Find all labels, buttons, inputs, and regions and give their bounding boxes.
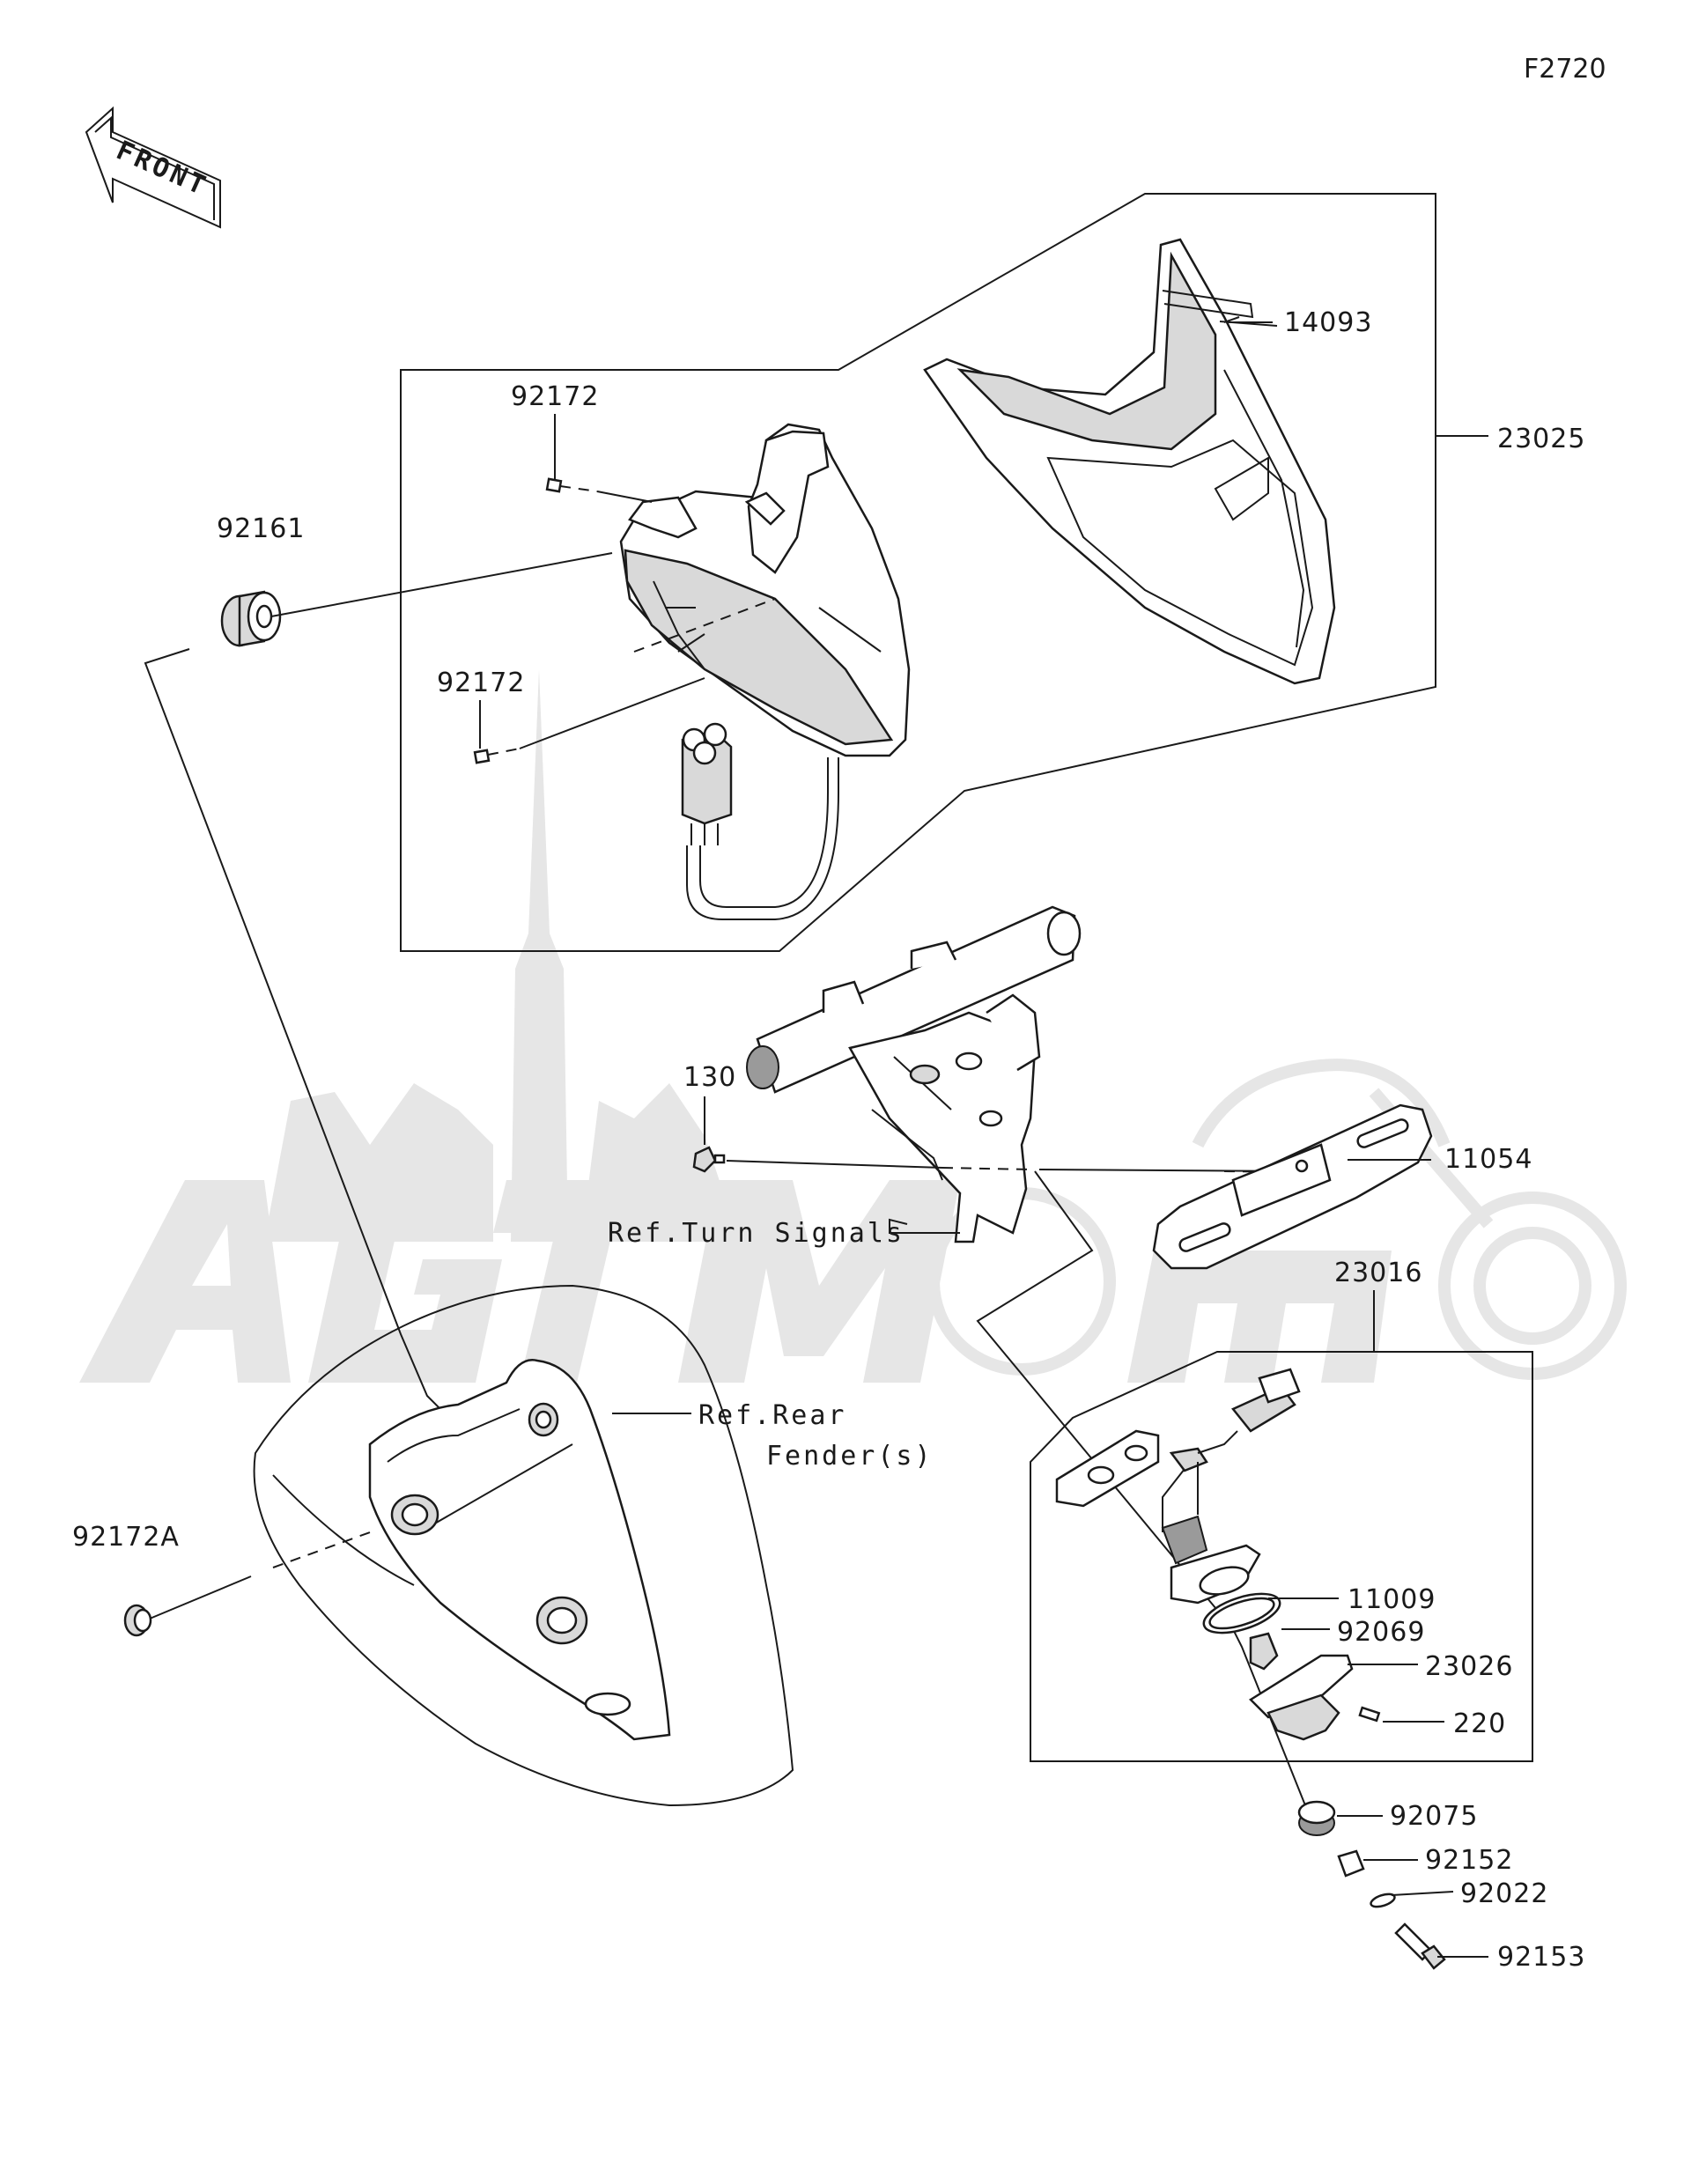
part-92161-grommet [220,552,613,647]
ref-rear-fender-line2: Fender(s) [766,1441,934,1472]
part-label-220: 220 [1453,1708,1506,1739]
tail-light-assembly [619,423,911,920]
part-label-92172A: 92172A [72,1522,180,1553]
leader-92161-to-fender [144,648,459,1428]
part-92153-bolt [1394,1922,1488,1970]
part-label-92022: 92022 [1460,1878,1548,1909]
part-label-92152: 92152 [1425,1845,1513,1876]
part-label-23016: 23016 [1334,1258,1422,1288]
part-92172-screw-mid [473,677,705,764]
part-label-11009: 11009 [1348,1584,1436,1615]
part-label-92172-top: 92172 [511,381,599,412]
part-11054-bracket [1152,1103,1433,1270]
part-label-92161: 92161 [217,513,305,544]
leader-turn-signals [889,1218,960,1234]
rear-fender-reference [253,1284,794,1807]
part-label-130: 130 [683,1062,736,1093]
license-plate-bracket [746,905,1082,1243]
part-130-bolt [692,1096,1304,1173]
part-92022-washer [1370,1891,1454,1908]
license-lamp-parts [1055,1368,1381,1741]
part-label-14093: 14093 [1284,307,1372,338]
part-92075-grommet [1297,1800,1383,1836]
part-label-92069: 92069 [1337,1617,1425,1648]
part-92172A-rivet [123,1531,371,1637]
ref-turn-signals: Ref.Turn Signals [608,1218,905,1249]
ref-rear-fender-line1: Ref.Rear [698,1400,847,1431]
part-label-92153: 92153 [1497,1942,1585,1973]
part-label-92172-mid: 92172 [437,668,525,698]
part-label-11054: 11054 [1444,1144,1532,1175]
part-label-92075: 92075 [1390,1801,1478,1832]
part-14093-lens-cover [923,238,1336,685]
front-arrow-icon: FRONT [85,106,221,229]
kit-bracket-23025: 23025 [400,193,1585,952]
part-92152-collar [1337,1849,1418,1878]
part-label-23025: 23025 [1497,424,1585,454]
figure-code: F2720 [1524,54,1606,85]
kit-bracket-23016 [1030,1290,1533,1762]
part-92172-screw-top [545,414,653,503]
part-label-23026: 23026 [1425,1651,1513,1682]
front-arrow-label: FRONT [112,135,213,203]
